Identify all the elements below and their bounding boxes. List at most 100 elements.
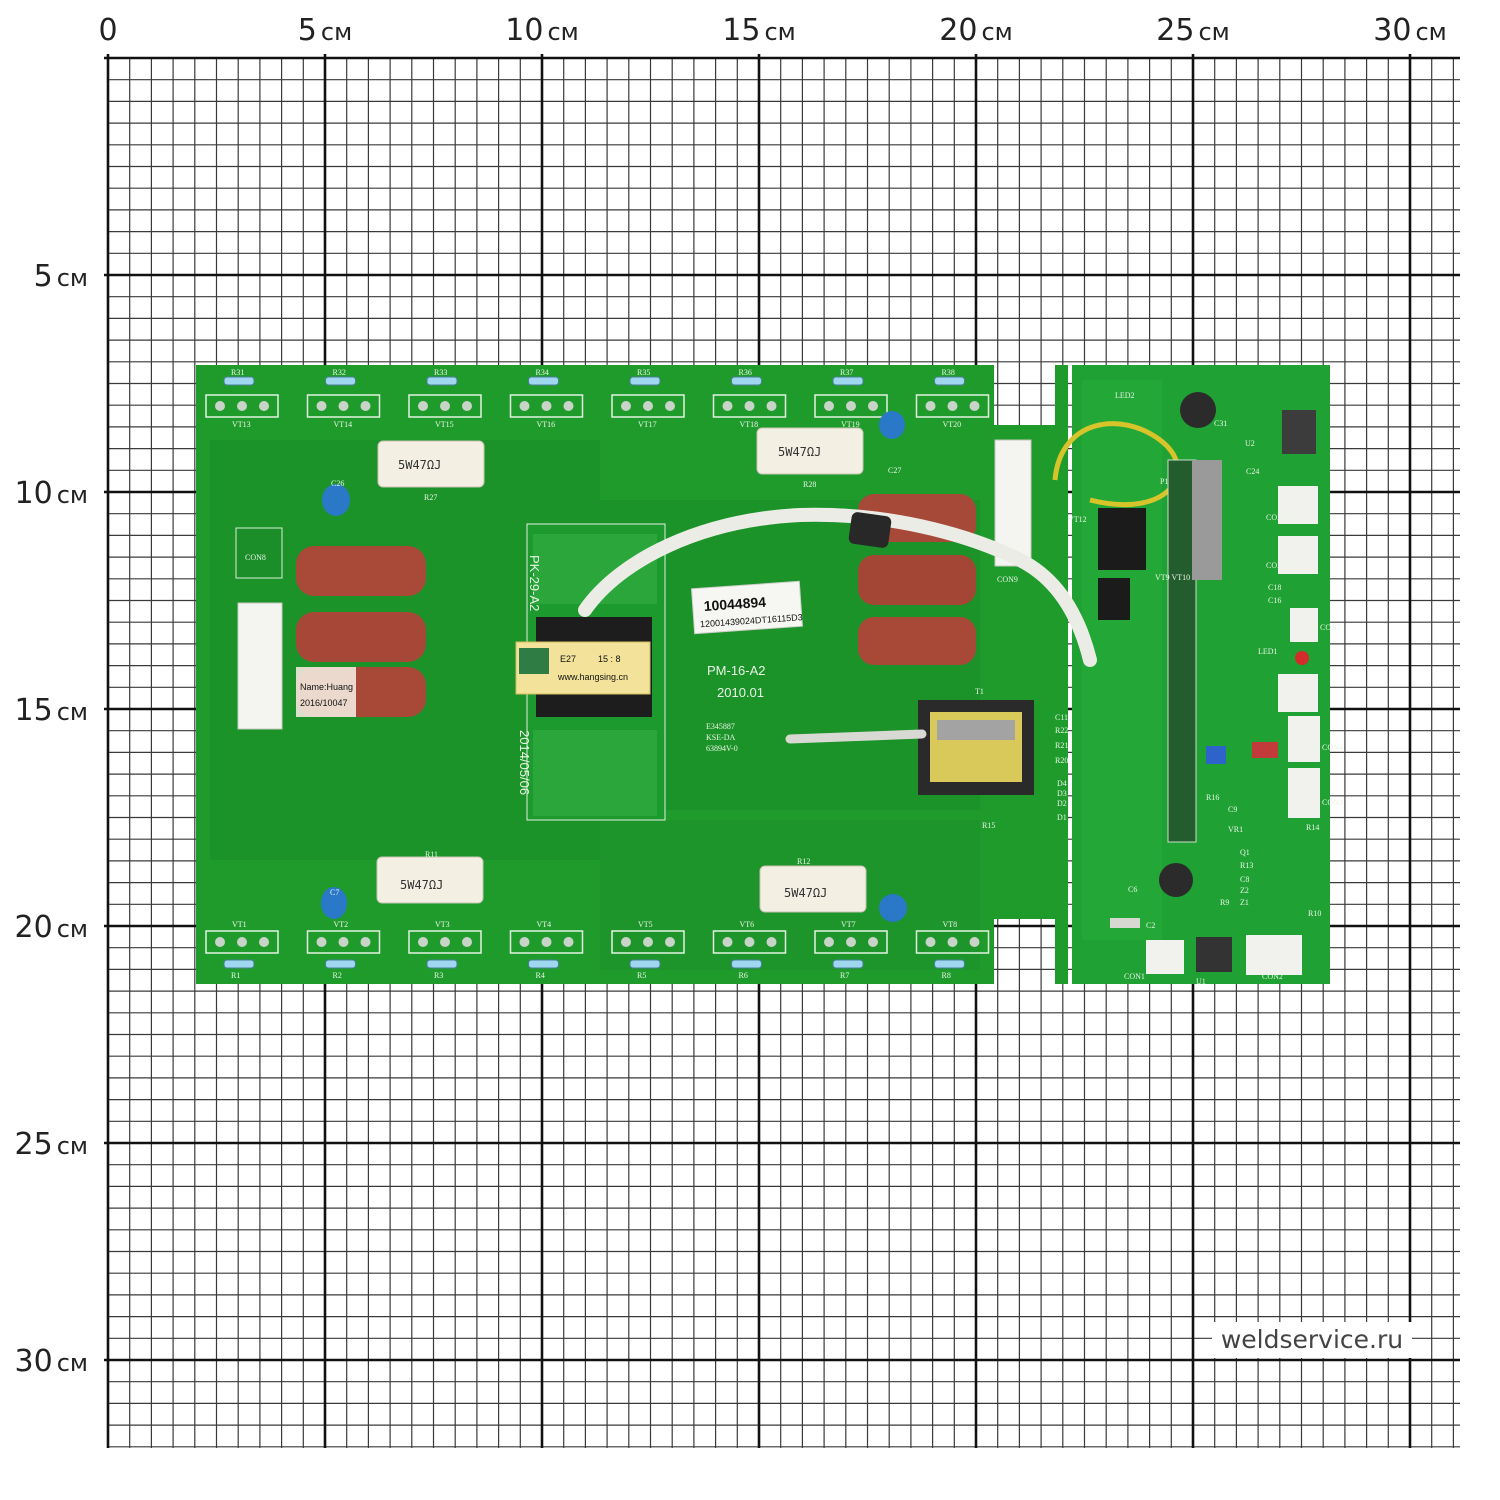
solder-pad [665,937,675,947]
svg-text:R11: R11 [425,850,438,859]
svg-text:2016/10047: 2016/10047 [300,698,348,708]
power-resistor-r11: 5W47ΩJ R11 [376,850,484,904]
svg-text:CON4: CON4 [1322,743,1343,752]
connector-con8: CON8 [235,527,283,579]
transistor-label: VT19 [841,420,860,429]
resistor-label: R36 [739,368,752,377]
solder-pad [868,937,878,947]
solder-pad [969,401,980,411]
ref-label: R22 [1055,726,1068,735]
solder-pad [418,937,428,947]
solder-pad [665,401,675,411]
svg-text:CON1: CON1 [1124,972,1145,981]
solder-pad [316,937,327,947]
ref-label: R16 [1206,793,1219,802]
pcb-board: R31VT13R32VT14R33VT15R34VT16R35VT17R36VT… [196,365,1343,986]
small-resistor [223,959,255,969]
resistor-label: R33 [434,368,447,377]
small-resistor [325,376,356,386]
svg-text:5W47ΩJ: 5W47ΩJ [400,878,443,892]
capacitor-c27: C27 [879,411,905,475]
svg-text:C7: C7 [330,888,339,897]
svg-text:10044894: 10044894 [703,594,766,614]
svg-text:5W47ΩJ: 5W47ΩJ [398,458,441,472]
solder-pad [338,401,349,411]
svg-text:R12: R12 [797,857,810,866]
solder-pad [519,401,530,411]
solder-pad [360,937,371,947]
watermark-text: weldservice.ru [1212,1322,1412,1358]
small-resistor [731,959,762,969]
svg-text:R28: R28 [803,480,816,489]
cert-line-3: 63894V-0 [706,744,738,753]
small-resistor [426,959,458,969]
solder-pad [766,401,777,411]
wire-t1 [785,729,927,744]
resistor-label: R3 [434,971,443,980]
capacitor-c26: C26 [322,479,350,516]
solder-pad [643,401,653,411]
small-resistor [223,376,255,386]
transistor-label: VT7 [841,920,856,929]
transistor-footprint [915,394,990,418]
ref-label: D1 [1057,813,1067,822]
svg-text:Name:Huang: Name:Huang [300,682,353,692]
power-resistor-r27: 5W47ΩJ R27 [377,440,485,502]
small-resistor [426,376,458,386]
pulse-transformer: E27 15 : 8 www.hangsing.cn [515,617,652,717]
solder-pad [621,937,631,947]
model-label: PM-16-A2 [707,663,766,678]
solder-pad [824,937,834,947]
transistor-footprint [814,394,888,418]
transistor-label: VT6 [740,920,755,929]
ref-label: LED2 [1115,391,1135,400]
solder-pad [868,401,878,411]
resistor-label: R1 [231,971,240,980]
solder-pad [766,937,777,947]
solder-pad [722,937,733,947]
solder-pad [846,401,856,411]
small-resistor [629,959,661,969]
wire-yellow [1052,421,1181,508]
ref-label: C2 [1146,921,1155,930]
transistor-label: VT1 [232,920,247,929]
transistor-label: VT8 [943,920,958,929]
svg-text:CON11: CON11 [1266,561,1291,570]
svg-text:R27: R27 [424,493,437,502]
ref-label: R15 [982,821,995,830]
transistor-footprint [712,394,787,418]
transistor-footprint [611,930,685,954]
solder-pad [519,937,530,947]
svg-text:CON3: CON3 [1322,798,1343,807]
solder-pad [744,401,755,411]
film-capacitors-mid [858,494,976,665]
small-resistor [934,959,965,969]
ref-label: U1 [1196,977,1206,986]
film-capacitors-left: Name:Huang 2016/10047 [296,546,426,717]
svg-text:C26: C26 [331,479,344,488]
date-label: 2010.01 [717,685,764,700]
svg-text:CON2: CON2 [1262,972,1283,981]
solder-pad [824,401,834,411]
resistor-label: R35 [637,368,650,377]
svg-text:CON9: CON9 [997,575,1018,584]
top-component-row: R31VT13R32VT14R33VT15R34VT16R35VT17R36VT… [205,368,990,429]
resistor-label: R34 [536,368,549,377]
resistor-label: R6 [739,971,748,980]
solder-pad [541,937,552,947]
solder-pad [440,937,450,947]
capacitor-c7: C7 [321,887,347,919]
transistor-label: VT16 [537,420,556,429]
transistor-footprint [306,394,381,418]
transistor-footprint [814,930,888,954]
svg-text:PK-29-A2: PK-29-A2 [527,555,542,611]
